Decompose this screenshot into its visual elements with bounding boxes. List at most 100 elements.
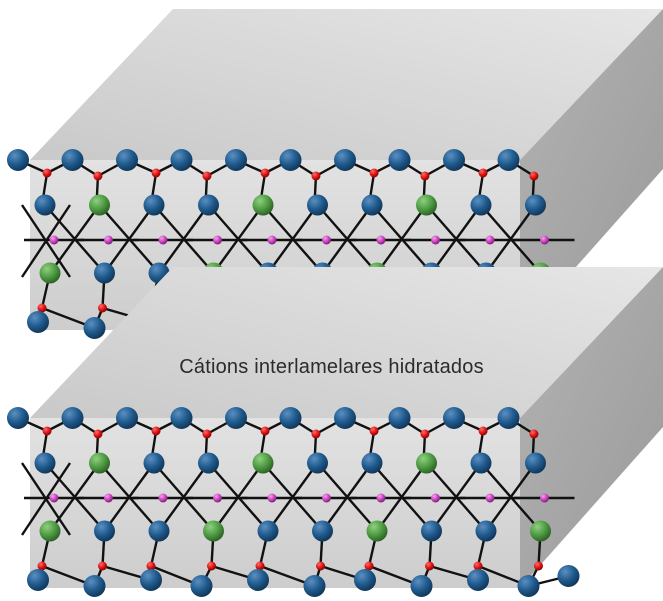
tetrahedral-cation (260, 168, 270, 178)
oxygen-atom (257, 520, 279, 542)
hydroxyl-atom (203, 520, 224, 542)
hydroxyl-atom (416, 452, 437, 474)
oxygen-atom (83, 575, 106, 597)
oxygen-atom (34, 452, 56, 474)
oxygen-atom (247, 569, 269, 591)
oxygen-atom (303, 575, 326, 597)
tetrahedral-cation (93, 429, 103, 439)
tetrahedral-cation (529, 429, 539, 439)
tetrahedral-cation (529, 171, 539, 181)
atoms (7, 407, 580, 597)
clay-layer-2 (7, 267, 663, 597)
layer-side-face (520, 9, 663, 330)
oxygen-atom (279, 407, 302, 429)
oxygen-atom (525, 194, 546, 216)
layer-front-face (30, 418, 520, 588)
oxygen-atom (497, 149, 520, 171)
tetrahedral-cation (37, 303, 47, 313)
oxygen-atom (388, 149, 411, 171)
hydroxyl-atom (530, 520, 551, 542)
tetrahedral-cation (42, 168, 52, 178)
tetrahedral-cation (425, 561, 434, 571)
oxygen-atom (190, 575, 213, 597)
hydroxyl-atom (252, 194, 274, 216)
tetrahedral-cation (151, 168, 161, 178)
octahedral-cation (376, 235, 386, 245)
oxygen-atom (143, 452, 165, 474)
oxygen-atom (225, 407, 247, 429)
octahedral-cation (213, 235, 222, 245)
layer-top-face (30, 9, 663, 160)
oxygen-atom (517, 575, 540, 597)
oxygen-atom (334, 149, 356, 171)
octahedral-cation (540, 235, 549, 245)
tetrahedral-cation (202, 429, 212, 439)
oxygen-atom (354, 569, 376, 591)
hydroxyl-atom (39, 520, 61, 542)
hydroxyl-atom (252, 452, 274, 474)
octahedral-cation (485, 493, 495, 503)
oxygen-atom (470, 452, 492, 474)
oxygen-atom (7, 149, 29, 171)
tetrahedral-cation (473, 561, 483, 571)
tetrahedral-cation (37, 561, 47, 571)
tetrahedral-cation (255, 561, 265, 571)
interlayer-cations-label: Cátions interlamelares hidratados (179, 356, 484, 378)
oxygen-atom (27, 311, 49, 333)
octahedral-cation (104, 235, 113, 245)
tetrahedral-cation (369, 426, 379, 436)
oxygen-atom (312, 520, 333, 542)
hydroxyl-atom (39, 262, 61, 284)
octahedral-cation (485, 235, 495, 245)
oxygen-atom (143, 194, 165, 216)
oxygen-atom (307, 452, 328, 474)
octahedral-cation (431, 235, 440, 245)
octahedral-cation (49, 235, 59, 245)
tetrahedral-cation (478, 168, 488, 178)
octahedral-cation (540, 493, 549, 503)
tetrahedral-cation (93, 171, 103, 181)
tetrahedral-cation (42, 426, 52, 436)
hydroxyl-atom (416, 194, 437, 216)
oxygen-atom (361, 452, 383, 474)
hydroxyl-atom (366, 520, 388, 542)
tetrahedral-cation (311, 171, 321, 181)
hydroxyl-atom (89, 194, 110, 216)
oxygen-atom (334, 407, 356, 429)
oxygen-atom (61, 149, 84, 171)
oxygen-atom (443, 407, 465, 429)
tetrahedral-cation (202, 171, 212, 181)
oxygen-atom (83, 317, 106, 339)
tetrahedral-cation (146, 561, 156, 571)
oxygen-atom (34, 194, 56, 216)
layer-top-face (30, 267, 663, 418)
tetrahedral-cation (311, 429, 321, 439)
oxygen-atom (198, 452, 219, 474)
oxygen-atom (27, 569, 49, 591)
octahedral-cation (267, 235, 277, 245)
tetrahedral-cation (534, 561, 543, 571)
oxygen-atom (61, 407, 84, 429)
oxygen-atom (388, 407, 411, 429)
oxygen-atom (557, 565, 580, 587)
tetrahedral-cation (260, 426, 270, 436)
layer-side-face (520, 267, 663, 588)
oxygen-atom (225, 149, 247, 171)
hydroxyl-atom (89, 452, 110, 474)
octahedral-cation (431, 493, 440, 503)
oxygen-atom (116, 149, 138, 171)
oxygen-atom (148, 520, 170, 542)
tetrahedral-cation (369, 168, 379, 178)
oxygen-atom (94, 262, 115, 284)
tetrahedral-cation (151, 426, 161, 436)
bond (21, 204, 71, 278)
oxygen-atom (170, 149, 193, 171)
oxygen-atom (94, 520, 115, 542)
oxygen-atom (443, 149, 465, 171)
oxygen-atom (497, 407, 520, 429)
octahedral-cation (49, 493, 59, 503)
octahedral-cation (213, 493, 222, 503)
tetrahedral-cation (98, 561, 107, 571)
octahedral-cation (104, 493, 113, 503)
